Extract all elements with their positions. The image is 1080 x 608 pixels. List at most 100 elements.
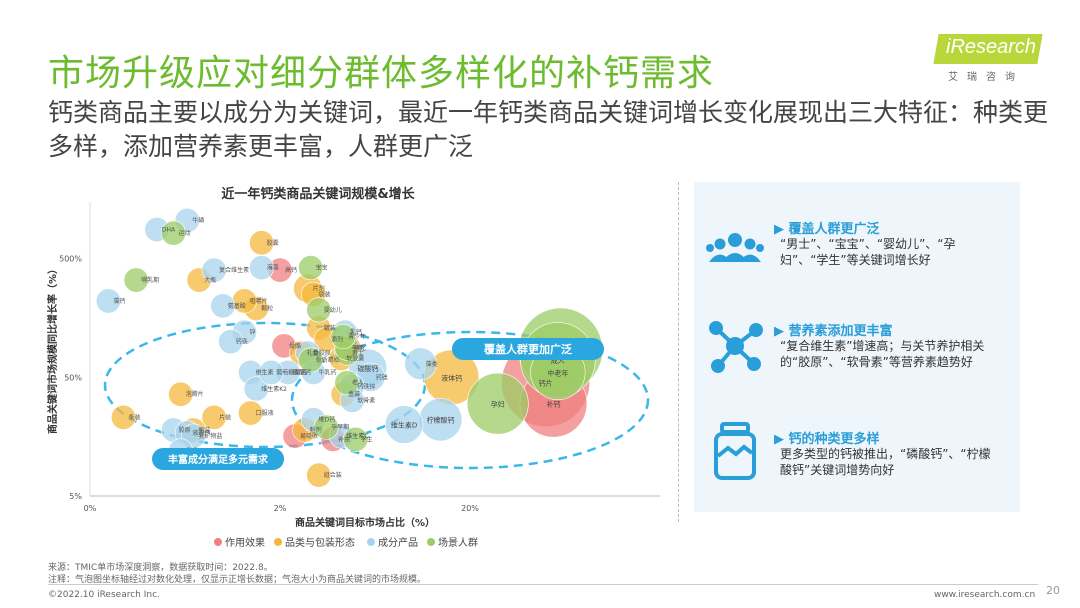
data-bubble	[404, 347, 437, 381]
jar-icon	[714, 422, 756, 480]
bubble-label: 骨质疏松	[316, 356, 340, 364]
copyright: ©2022.10 iResearch Inc.	[48, 590, 160, 600]
y-tick-label: 500%	[59, 255, 82, 264]
feature-title: ▶ 营养素添加更丰富	[774, 324, 893, 339]
feature-body: 更多类型的钙被推出，“磷酸钙”、“柠檬酸钙”关键词增势向好	[780, 447, 991, 477]
bubble-label: 软胶囊	[346, 355, 364, 363]
bubble-label: 补充	[338, 435, 350, 443]
callout-ingredients-badge	[152, 448, 284, 470]
bubble-label: 液体钙	[441, 373, 462, 382]
legend-label: 品类与包装形态	[285, 536, 355, 549]
data-bubble	[168, 381, 194, 407]
legend-label: 场景人群	[438, 536, 478, 549]
site-url: www.iresearch.com.cn	[934, 590, 1036, 600]
data-bubble	[110, 404, 136, 430]
callout-people-badge	[452, 338, 604, 360]
callout-ingredients-text: 丰富成分满足多元需求	[168, 453, 269, 466]
feature-title-text: 覆盖人群更广泛	[788, 222, 880, 237]
bubble-label: 维D钙	[318, 416, 335, 424]
bubble-label: 大瓶	[204, 276, 216, 284]
bubble-label: 易吸收	[300, 432, 318, 440]
footer-rule	[48, 584, 1038, 585]
data-bubble	[384, 405, 424, 444]
x-tick-label: 2%	[274, 504, 287, 513]
bubble-label: 骨骼	[289, 342, 301, 350]
bubble-label: 滴剂	[331, 336, 343, 344]
data-bubble	[249, 230, 275, 256]
bubble-label: 孕期	[352, 344, 364, 352]
bubble-label: 运动	[178, 229, 190, 237]
legend-label: 成分产品	[378, 536, 418, 549]
bubble-label: 葡萄糖酸钙	[276, 368, 306, 376]
section-divider	[678, 182, 679, 522]
bubble-label: 学生	[361, 435, 373, 443]
bubble-label: 粉剂	[310, 426, 322, 434]
bubble-label: 哺乳期	[141, 276, 159, 284]
bubble-label: 颗粒	[261, 305, 273, 313]
data-bubble	[218, 329, 244, 355]
bubble-label: 强化	[354, 344, 366, 352]
feature-title-text: 钙的种类更多样	[788, 432, 880, 447]
data-bubble	[243, 376, 269, 402]
bubble-label: 钙铁锌	[357, 382, 375, 390]
group-ellipse-ingredients	[103, 321, 427, 449]
x-tick-label: 20%	[461, 504, 479, 513]
x-tick-label: 0%	[84, 504, 97, 513]
bubble-label: 成人	[551, 356, 565, 365]
bubble-label: 胶原	[178, 426, 190, 434]
chart-footnote: 注释：气泡图坐标轴经过对数化处理，仅显示正增长数据；气泡大小为商品关键词的市场规…	[48, 575, 427, 585]
bubble-label: 牛乳钙	[318, 368, 336, 376]
bubble-label: 维生素C	[346, 432, 368, 440]
bubble-label: 骨胶原	[313, 349, 331, 357]
bubble-label: 液态钙	[192, 429, 210, 437]
data-bubble	[238, 400, 264, 426]
bubble-label: 礼盒	[307, 349, 319, 357]
bubble-label: 钙片	[539, 379, 553, 388]
bubble-label: 男士	[352, 349, 364, 357]
bubble-label: 咀嚼片	[249, 297, 267, 305]
logo-text: iResearch	[946, 36, 1037, 58]
data-bubble	[330, 324, 356, 350]
page-number: 20	[1046, 584, 1060, 597]
page-title: 市场升级应对细分群体多样化的补钙需求	[48, 53, 715, 94]
logo-chinese: 艾瑞咨询	[948, 72, 1024, 83]
feature-title-text: 营养素添加更丰富	[788, 324, 893, 339]
feature-title: ▶ 钙的种类更多样	[774, 432, 880, 447]
legend-marker	[427, 538, 435, 546]
bubble-label: 维生素K2	[261, 385, 287, 393]
bubble-label: 维生素	[256, 368, 274, 376]
feature-title: ▶ 覆盖人群更广泛	[774, 222, 880, 237]
data-bubble	[313, 414, 339, 440]
bubble-label: 盒装	[348, 390, 360, 398]
bubble-label: 碳酸钙	[357, 364, 378, 373]
data-bubble	[258, 359, 284, 385]
bubble-label: 条装	[128, 413, 140, 421]
iresearch-logo: iResearch 艾瑞咨询	[933, 34, 1043, 83]
bubble-label: 乳钙	[350, 328, 362, 336]
bubble-label: 钙镁	[376, 373, 388, 381]
bubble-label: 氨基酸	[228, 302, 246, 310]
data-bubble	[334, 370, 360, 396]
data-bubble	[298, 347, 324, 373]
features-panel: ▶ 覆盖人群更广泛 “男士”、“宝宝”、“婴幼儿”、“孕妇”、“学生”等关键词增…	[694, 182, 1020, 512]
bubble-label: 罐装	[324, 324, 336, 332]
bubble-label: 口服液	[256, 409, 274, 417]
data-bubble	[306, 297, 332, 323]
bubble-label: 复合维生素	[219, 266, 249, 274]
bubble-label: 胶囊	[267, 239, 279, 247]
legend-marker	[214, 538, 222, 546]
bubble-label: 中老年	[547, 368, 568, 377]
data-bubble	[249, 255, 275, 281]
y-tick-label: 50%	[64, 373, 82, 382]
bubble-label: 钙铁	[236, 338, 248, 346]
people-group-icon	[706, 233, 764, 262]
bubble-label: 泡腾片	[186, 390, 204, 398]
y-tick-label: 5%	[69, 492, 82, 501]
legend-marker	[367, 538, 375, 546]
bubble-label: 高钙	[285, 266, 297, 274]
page-subtitle: 钙类商品主要以成分为关键词，最近一年钙类商品关键词增长变化展现出三大特征：种类更…	[48, 98, 1049, 161]
bubble-label: 袋装	[318, 290, 330, 298]
data-bubble	[298, 255, 324, 281]
bubble-label: 瓶装	[198, 426, 210, 434]
bubble-label: 柠檬酸钙	[427, 416, 455, 425]
